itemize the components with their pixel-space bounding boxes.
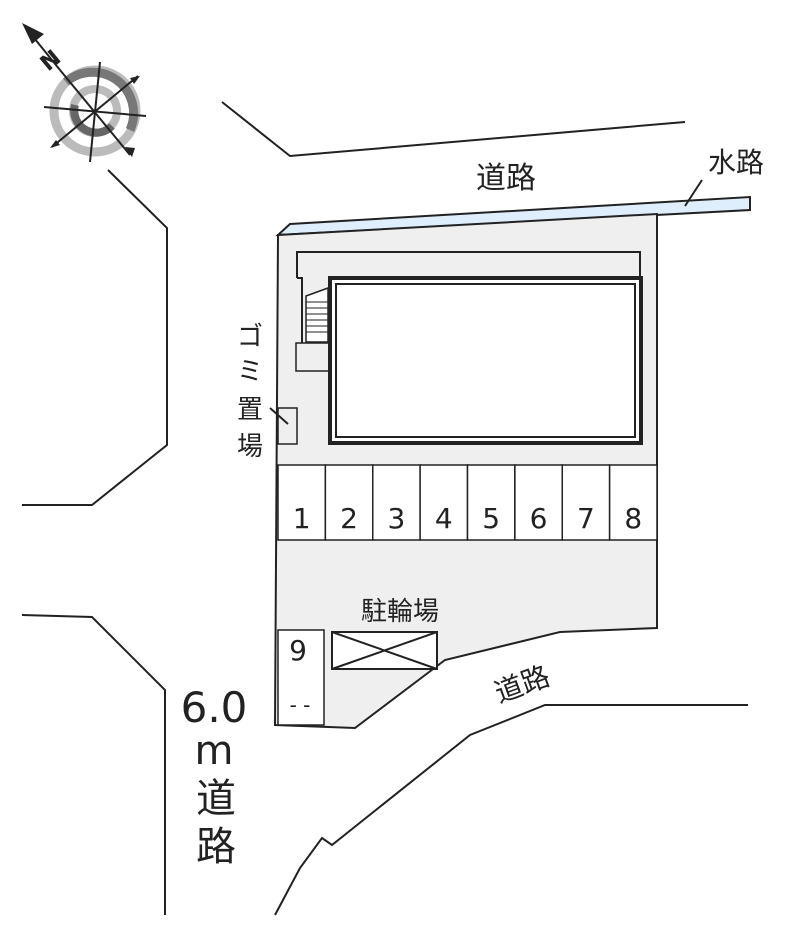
- parking-space-1: [277, 464, 327, 541]
- building-inner-border: [335, 283, 636, 438]
- parking-space-label: 3: [388, 502, 406, 535]
- parking-space-2: [324, 464, 374, 541]
- stairs: [305, 286, 329, 343]
- parking-space-label: 4: [435, 502, 453, 535]
- left-road-unit: m: [195, 728, 234, 774]
- bottom-road-label: 道路: [490, 659, 554, 709]
- garbage-label-3: 置: [237, 395, 263, 425]
- garbage-leader: [269, 407, 289, 425]
- left-road-width: 6.0: [181, 683, 248, 732]
- bottom-road-edge: [274, 704, 748, 916]
- parking-space-9-marker: - -: [290, 693, 311, 717]
- left-road-label-1: 道: [196, 776, 236, 822]
- left-road-label-2: 路: [196, 824, 236, 870]
- parking-space-3: [372, 464, 421, 541]
- parking-space-6: [514, 464, 563, 541]
- parking-space-label: 8: [624, 502, 642, 535]
- parking-space-label: 6: [530, 502, 548, 535]
- corridor-outline: [296, 251, 641, 345]
- waterway-label: 水路: [708, 146, 764, 179]
- left-road-edge-lower: [21, 614, 166, 915]
- left-road-edge-upper: [22, 169, 168, 506]
- waterway-leader: [684, 179, 703, 207]
- bike-parking-cross: [331, 631, 438, 670]
- top-road-edge: [221, 101, 686, 158]
- building: [328, 276, 643, 445]
- parking-space-7: [561, 464, 611, 541]
- parking-space-label: 7: [577, 502, 595, 535]
- compass-icon: N: [22, 23, 147, 163]
- stair-landing: [295, 342, 331, 372]
- stair-steps: [306, 301, 328, 333]
- bike-parking-label: 駐輪場: [361, 597, 439, 627]
- garbage-label-1: ゴ: [237, 322, 263, 352]
- parking-space-label: 1: [293, 502, 311, 535]
- garbage-label-2: ミ: [237, 357, 263, 387]
- top-road-label: 道路: [476, 161, 536, 196]
- parking-space-9: [277, 629, 325, 726]
- parking-space-8: [608, 464, 658, 541]
- parking-space-9-label: 9: [289, 634, 307, 667]
- parking-space-5: [466, 464, 516, 541]
- garbage-label-4: 場: [237, 432, 263, 462]
- parking-space-label: 2: [340, 502, 358, 535]
- garbage-area: [277, 407, 298, 445]
- parking-space-label: 5: [482, 502, 500, 535]
